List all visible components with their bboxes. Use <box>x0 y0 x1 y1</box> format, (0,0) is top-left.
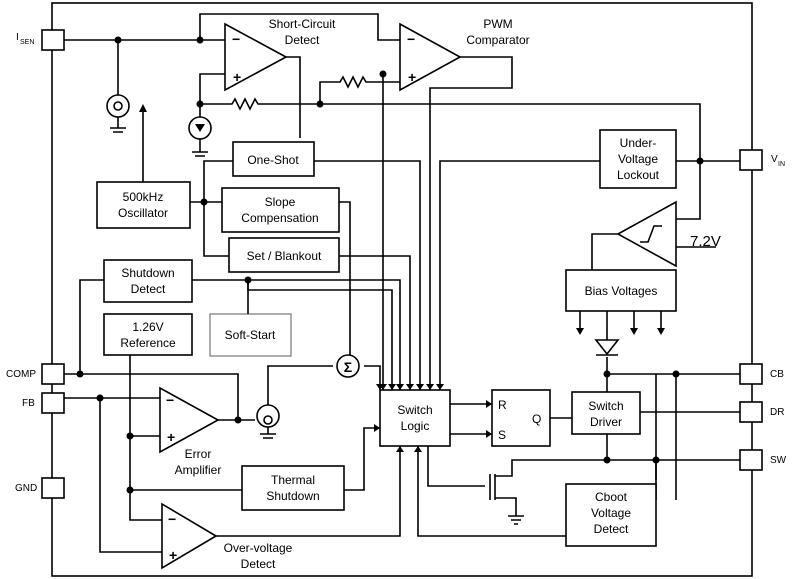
one-shot-block <box>232 141 315 177</box>
cboot-label-3: Detect <box>594 522 629 536</box>
driver-label-1: Switch <box>588 399 623 413</box>
arrow-icon <box>139 104 147 112</box>
slope-label-1: Slope <box>265 195 296 209</box>
diode-icon <box>594 334 620 356</box>
pin-isen-sub: SEN <box>20 39 34 46</box>
pin-vin-label: V <box>771 154 778 165</box>
soft-start-label: Soft-Start <box>225 328 276 342</box>
slope-label-2: Compensation <box>241 211 318 225</box>
overvoltage-label-2: Detect <box>241 557 276 571</box>
pin-vin-sub: IN <box>778 161 785 168</box>
pin-comp: COMP <box>6 363 65 385</box>
bias-voltages-block <box>565 269 677 312</box>
slope-compensation-block <box>221 187 340 233</box>
junction-dots <box>76 36 704 494</box>
set-blankout-label: Set / Blankout <box>247 249 322 263</box>
pin-sw-label: SW <box>770 455 787 466</box>
short-circuit-label-2: Detect <box>285 33 320 47</box>
soft-start-block <box>209 313 292 357</box>
oscillator-label-1: 500kHz <box>123 190 164 204</box>
pin-dr: DR <box>739 401 784 423</box>
thermal-shutdown-block <box>241 465 345 511</box>
plus-sign: + <box>169 547 177 563</box>
bias-arrows <box>576 328 665 335</box>
sigma-symbol: Σ <box>344 359 352 375</box>
pin-dr-label: DR <box>770 407 784 418</box>
error-amplifier: − + <box>159 386 220 454</box>
plus-sign: + <box>408 69 416 85</box>
plus-sign: + <box>233 69 241 85</box>
pin-isen-label: I <box>16 32 19 43</box>
cboot-detect-block <box>565 483 657 547</box>
summing-node: Σ <box>336 354 360 378</box>
oscillator-label-2: Oscillator <box>118 206 168 220</box>
switch-driver-block <box>571 391 641 435</box>
threshold-label: 7.2V <box>690 233 721 250</box>
pwm-label-1: PWM <box>483 17 512 31</box>
overvoltage-label-1: Over-voltage <box>224 541 293 555</box>
thermal-label-2: Shutdown <box>266 489 319 503</box>
driver-label-2: Driver <box>590 415 622 429</box>
pwm-comparator: − + <box>399 22 462 92</box>
pin-cb: CB <box>739 363 784 385</box>
switch-logic-label-2: Logic <box>401 419 430 433</box>
one-shot-label: One-Shot <box>247 153 299 167</box>
reference-block <box>103 313 193 356</box>
minus-sign: − <box>407 31 415 47</box>
chip-outline <box>51 2 753 577</box>
arrow-icon <box>486 400 492 408</box>
latch-r-label: R <box>498 398 507 412</box>
current-source-isen <box>106 94 130 133</box>
minus-sign: − <box>166 392 174 408</box>
uvlo-label-2: Voltage <box>618 152 658 166</box>
minus-sign: − <box>232 31 240 47</box>
shutdown-detect-block <box>103 259 193 303</box>
bias-label: Bias Voltages <box>585 284 658 298</box>
shutdown-label-2: Detect <box>131 282 166 296</box>
uvlo-block <box>599 129 677 189</box>
pin-fb: FB <box>22 392 65 414</box>
switch-logic-input-arrows <box>374 384 444 452</box>
uvlo-label-3: Lockout <box>617 168 660 182</box>
pin-comp-label: COMP <box>6 369 36 380</box>
wiring <box>64 13 752 553</box>
short-circuit-label-1: Short-Circuit <box>269 17 336 31</box>
pin-gnd: GND <box>15 477 65 499</box>
plus-sign: + <box>167 429 175 445</box>
short-circuit-comparator: − + <box>224 22 288 92</box>
pin-cb-label: CB <box>770 369 784 380</box>
pin-gnd-label: GND <box>15 483 37 494</box>
reference-label-1: 1.26V <box>132 320 163 334</box>
error-amp-label-1: Error <box>185 447 212 461</box>
arrow-icon <box>486 430 492 438</box>
overvoltage-comparator: − + <box>161 502 218 570</box>
rs-latch-block <box>491 389 551 447</box>
uvlo-label-1: Under- <box>620 136 657 150</box>
set-blankout-block <box>228 237 340 273</box>
reference-label-2: Reference <box>120 336 176 350</box>
switch-logic-block <box>379 389 451 447</box>
pwm-label-2: Comparator <box>466 33 529 47</box>
latch-s-label: S <box>498 428 506 442</box>
shutdown-label-1: Shutdown <box>121 266 174 280</box>
switch-logic-label-1: Switch <box>397 403 432 417</box>
cboot-label-1: Cboot <box>595 490 628 504</box>
oscillator-block <box>96 181 191 229</box>
latch-q-label: Q <box>532 412 541 426</box>
pin-isen: I SEN <box>16 29 65 51</box>
thermal-label-1: Thermal <box>271 473 315 487</box>
pin-fb-label: FB <box>22 398 35 409</box>
pin-sw: SW <box>739 449 787 471</box>
pin-vin: V IN <box>739 149 785 171</box>
current-source-sc <box>188 116 212 157</box>
current-source-comp <box>256 404 280 439</box>
minus-sign: − <box>168 511 176 527</box>
hysteresis-comparator <box>616 200 677 268</box>
error-amp-label-2: Amplifier <box>175 463 222 477</box>
cboot-label-2: Voltage <box>591 506 631 520</box>
